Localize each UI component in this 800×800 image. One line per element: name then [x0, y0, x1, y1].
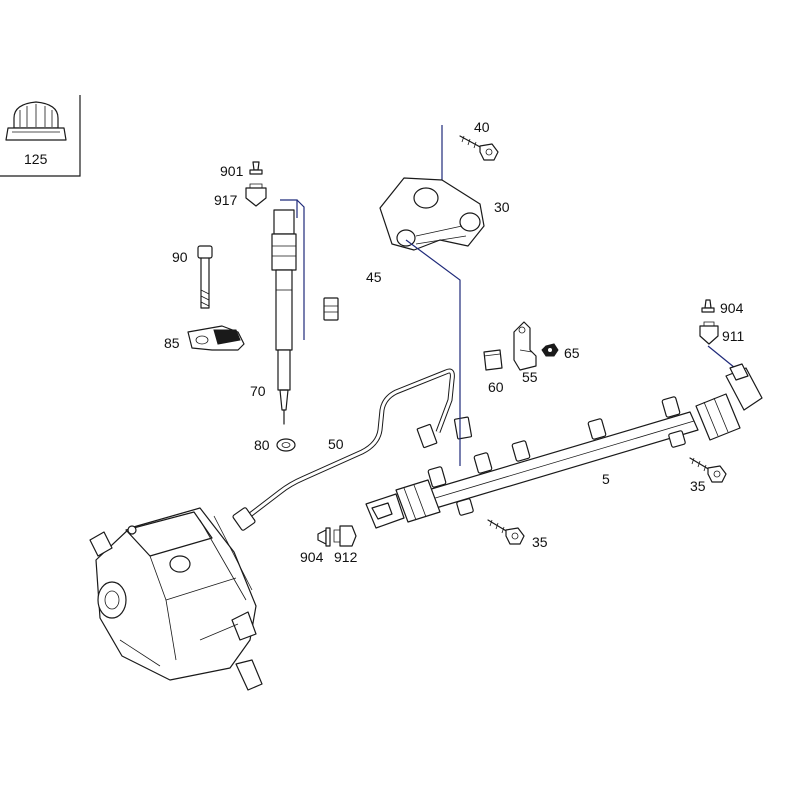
seal-part-912 — [333, 525, 357, 547]
callout-35-right: 35 — [690, 478, 706, 494]
holder-part-55 — [513, 321, 537, 371]
pressure-regulator — [695, 363, 763, 441]
high-pressure-pump — [89, 507, 263, 691]
seal-part-911 — [699, 321, 719, 345]
nut-part-65 — [541, 343, 559, 357]
callout-85: 85 — [164, 335, 180, 351]
callout-30: 30 — [494, 199, 510, 215]
callout-125: 125 — [24, 151, 48, 167]
inset-frame-125: 125 — [0, 95, 81, 177]
fuel-line-part-45 — [323, 274, 473, 440]
cap-part-125 — [5, 101, 67, 141]
callout-90: 90 — [172, 249, 188, 265]
callout-911: 911 — [722, 328, 745, 344]
clamp-part-85 — [187, 325, 245, 351]
bolt-part-90 — [197, 245, 213, 309]
bolt-part-40 — [459, 135, 499, 161]
callout-80: 80 — [254, 437, 270, 453]
fuel-rail-part-5 — [365, 363, 763, 529]
washer-part-80 — [276, 438, 296, 452]
callout-55: 55 — [522, 369, 538, 385]
callout-904-upper: 904 — [720, 300, 744, 316]
seal-part-917 — [245, 183, 267, 207]
sleeve-part-60 — [483, 349, 503, 371]
callout-60: 60 — [488, 379, 504, 395]
callout-5: 5 — [602, 471, 610, 487]
callout-901: 901 — [220, 163, 244, 179]
pressure-sensor — [365, 479, 441, 529]
callout-40: 40 — [474, 119, 490, 135]
injector-part-70 — [271, 199, 305, 425]
plug-part-904-upper — [701, 299, 715, 313]
bolt-part-35-right — [689, 457, 727, 483]
callout-50: 50 — [328, 436, 344, 452]
bracket-part-30 — [379, 125, 485, 466]
callout-904-lower: 904 — [300, 549, 324, 565]
callout-65: 65 — [564, 345, 580, 361]
plug-part-901 — [249, 161, 263, 175]
callout-45: 45 — [366, 269, 382, 285]
callout-912: 912 — [334, 549, 358, 565]
bolt-part-35-lower — [487, 519, 525, 545]
callout-70: 70 — [250, 383, 266, 399]
fuel-line-part-50 — [232, 368, 455, 531]
callout-35-lower: 35 — [532, 534, 548, 550]
rail-ports — [427, 396, 686, 516]
plug-part-904-lower — [317, 527, 331, 547]
callout-917: 917 — [214, 192, 238, 208]
